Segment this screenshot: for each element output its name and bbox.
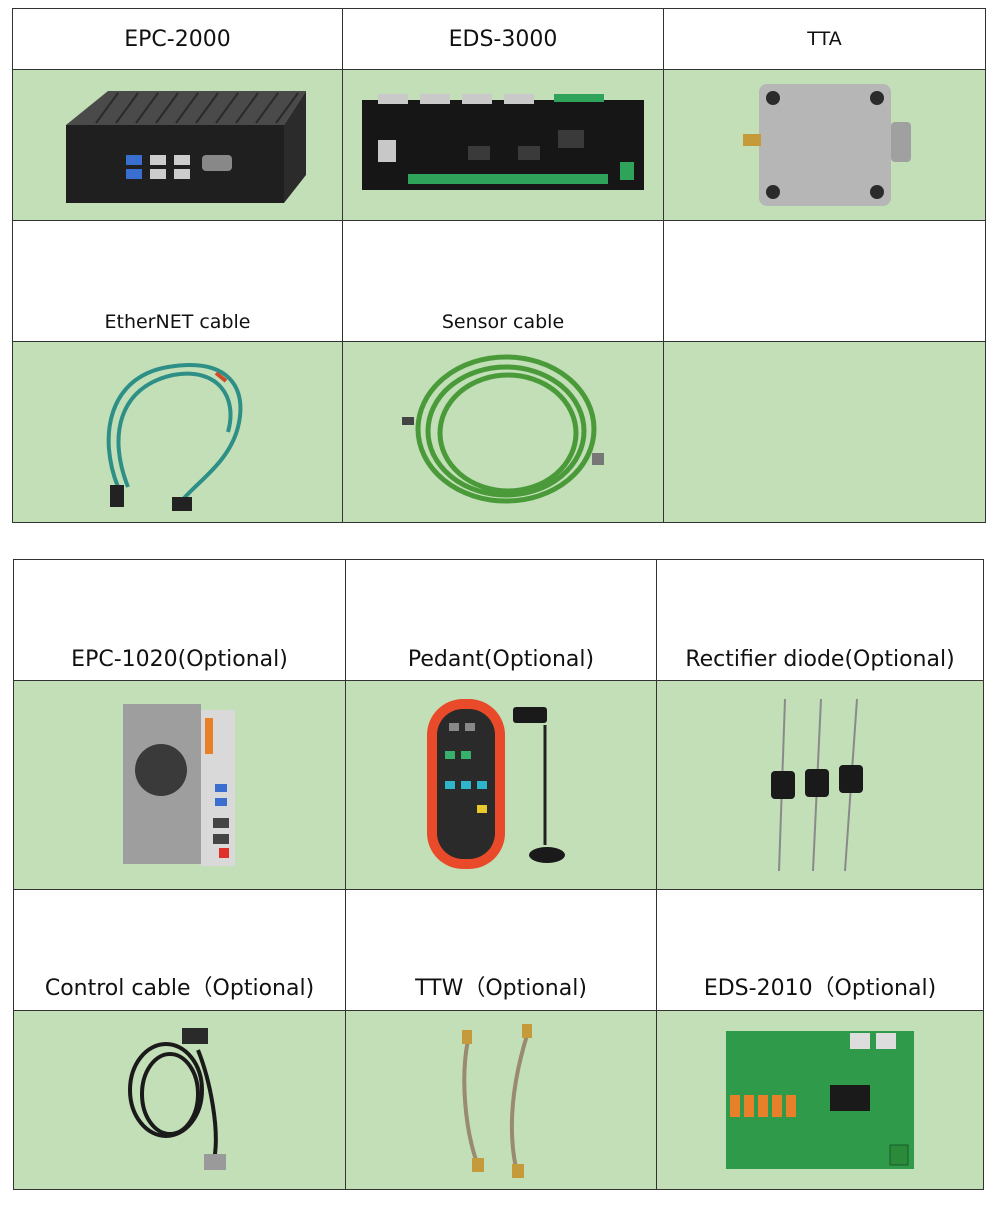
- label-eds-3000: EDS-3000: [448, 26, 558, 52]
- pendant-image: [427, 699, 565, 869]
- label-tta: TTA: [807, 28, 842, 50]
- image-cell: [13, 680, 346, 890]
- tta-image: [742, 84, 911, 206]
- label-cell: EDS-2010（Optional): [656, 889, 984, 1011]
- label-row: EtherNET cable Sensor cable: [12, 220, 986, 342]
- label-cell: [663, 220, 986, 342]
- image-cell: [345, 1010, 657, 1190]
- product-table-main: EPC-2000 EDS-3000 TTA: [12, 8, 986, 523]
- image-cell: [342, 69, 664, 221]
- rectifier-diode-image: [771, 698, 863, 872]
- label-cell: TTA: [663, 8, 986, 70]
- image-cell-empty: [663, 341, 986, 523]
- image-row: [12, 69, 986, 221]
- label-control-cable: Control cable（Optional): [44, 976, 315, 1001]
- ttw-image: [462, 1024, 532, 1178]
- label-rectifier-diode: Rectifier diode(Optional): [685, 647, 955, 672]
- label-cell: Control cable（Optional): [13, 889, 346, 1011]
- label-cell: Pedant(Optional): [345, 559, 657, 681]
- epc-2000-image: [65, 90, 306, 203]
- label-row: Control cable（Optional) TTW（Optional) ED…: [13, 889, 984, 1011]
- label-cell: EDS-3000: [342, 8, 664, 70]
- image-cell: [663, 69, 986, 221]
- label-cell: EPC-1020(Optional): [13, 559, 346, 681]
- control-cable-image: [127, 1028, 226, 1170]
- label-cell: Rectifier diode(Optional): [656, 559, 984, 681]
- epc-1020-image: [122, 704, 235, 866]
- image-cell: [12, 341, 343, 523]
- image-row: [12, 341, 986, 523]
- label-ethernet-cable: EtherNET cable: [104, 311, 251, 333]
- image-row: [13, 680, 984, 890]
- label-ttw: TTW（Optional): [415, 976, 587, 1001]
- product-table-optional: EPC-1020(Optional) Pedant(Optional) Rect…: [13, 559, 984, 1190]
- image-cell: [656, 680, 984, 890]
- label-epc-2000: EPC-2000: [124, 26, 231, 52]
- image-cell: [345, 680, 657, 890]
- image-cell: [342, 341, 664, 523]
- label-row: EPC-1020(Optional) Pedant(Optional) Rect…: [13, 559, 984, 681]
- label-cell: EtherNET cable: [12, 220, 343, 342]
- label-pedant: Pedant(Optional): [407, 647, 595, 672]
- label-epc-1020: EPC-1020(Optional): [71, 647, 288, 672]
- label-row: EPC-2000 EDS-3000 TTA: [12, 8, 986, 70]
- label-cell: TTW（Optional): [345, 889, 657, 1011]
- image-cell: [13, 1010, 346, 1190]
- image-cell: [12, 69, 343, 221]
- label-cell: EPC-2000: [12, 8, 343, 70]
- label-cell: Sensor cable: [342, 220, 664, 342]
- image-row: [13, 1010, 984, 1190]
- label-eds-2010: EDS-2010（Optional): [703, 976, 937, 1001]
- sensor-cable-image: [402, 354, 604, 504]
- label-sensor-cable: Sensor cable: [441, 311, 565, 333]
- eds-2010-image: [726, 1031, 914, 1169]
- ethernet-cable-image: [106, 363, 242, 511]
- image-cell: [656, 1010, 984, 1190]
- eds-3000-image: [362, 94, 644, 190]
